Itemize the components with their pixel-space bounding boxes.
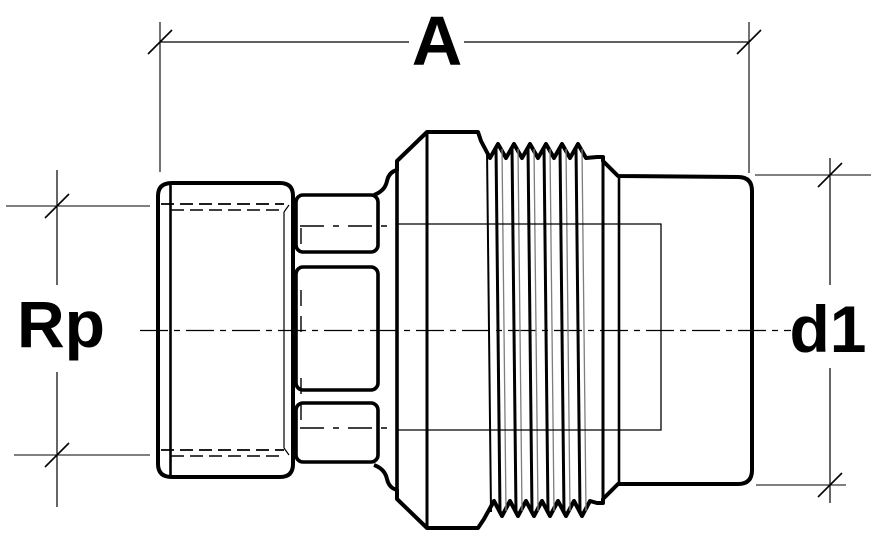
dimension-a <box>147 22 762 173</box>
thread-flank-line <box>526 146 534 514</box>
dim-label-rp: Rp <box>17 287 105 361</box>
thread-flank-line <box>494 146 502 514</box>
hex-flats <box>294 193 380 464</box>
socket-bore-chamfer-bottom <box>283 447 290 456</box>
hidden-lines <box>161 203 392 457</box>
dim-label-a: A <box>412 2 463 80</box>
tick-mark <box>44 442 70 468</box>
thread-flank-line <box>486 149 492 513</box>
tick-mark <box>817 472 843 498</box>
thread-flank-shade-line <box>517 148 523 512</box>
socket-body <box>156 181 295 479</box>
thread-flank-line <box>510 146 518 514</box>
tick-mark <box>736 29 762 55</box>
bore-outline <box>397 223 662 431</box>
tick-mark <box>817 162 843 188</box>
thread-flank-shade-line <box>501 148 507 512</box>
dimension-rp <box>6 170 150 507</box>
thread-flank-shade-line <box>549 148 555 512</box>
socket-bore-chamfer-top <box>283 204 290 213</box>
hex-flat-bottom <box>294 401 380 464</box>
tick-mark <box>44 193 70 219</box>
thread-flanks <box>486 146 587 514</box>
hex-flat-middle <box>294 265 380 392</box>
thread-flank-line <box>558 146 566 514</box>
thread-flank-line <box>542 146 550 514</box>
thread-flank-line <box>574 146 582 514</box>
thread-flank-shade-line <box>565 148 571 512</box>
dim-label-d1: d1 <box>789 292 866 366</box>
thread-flank-shade-line <box>581 148 587 512</box>
dimension-d1 <box>755 158 871 503</box>
tick-mark <box>147 29 173 55</box>
thread-flank-shade-line <box>533 148 539 512</box>
collar-thread-outlet-silhouette <box>373 130 754 530</box>
hex-flat-top <box>294 193 380 254</box>
part-outline <box>156 130 754 530</box>
